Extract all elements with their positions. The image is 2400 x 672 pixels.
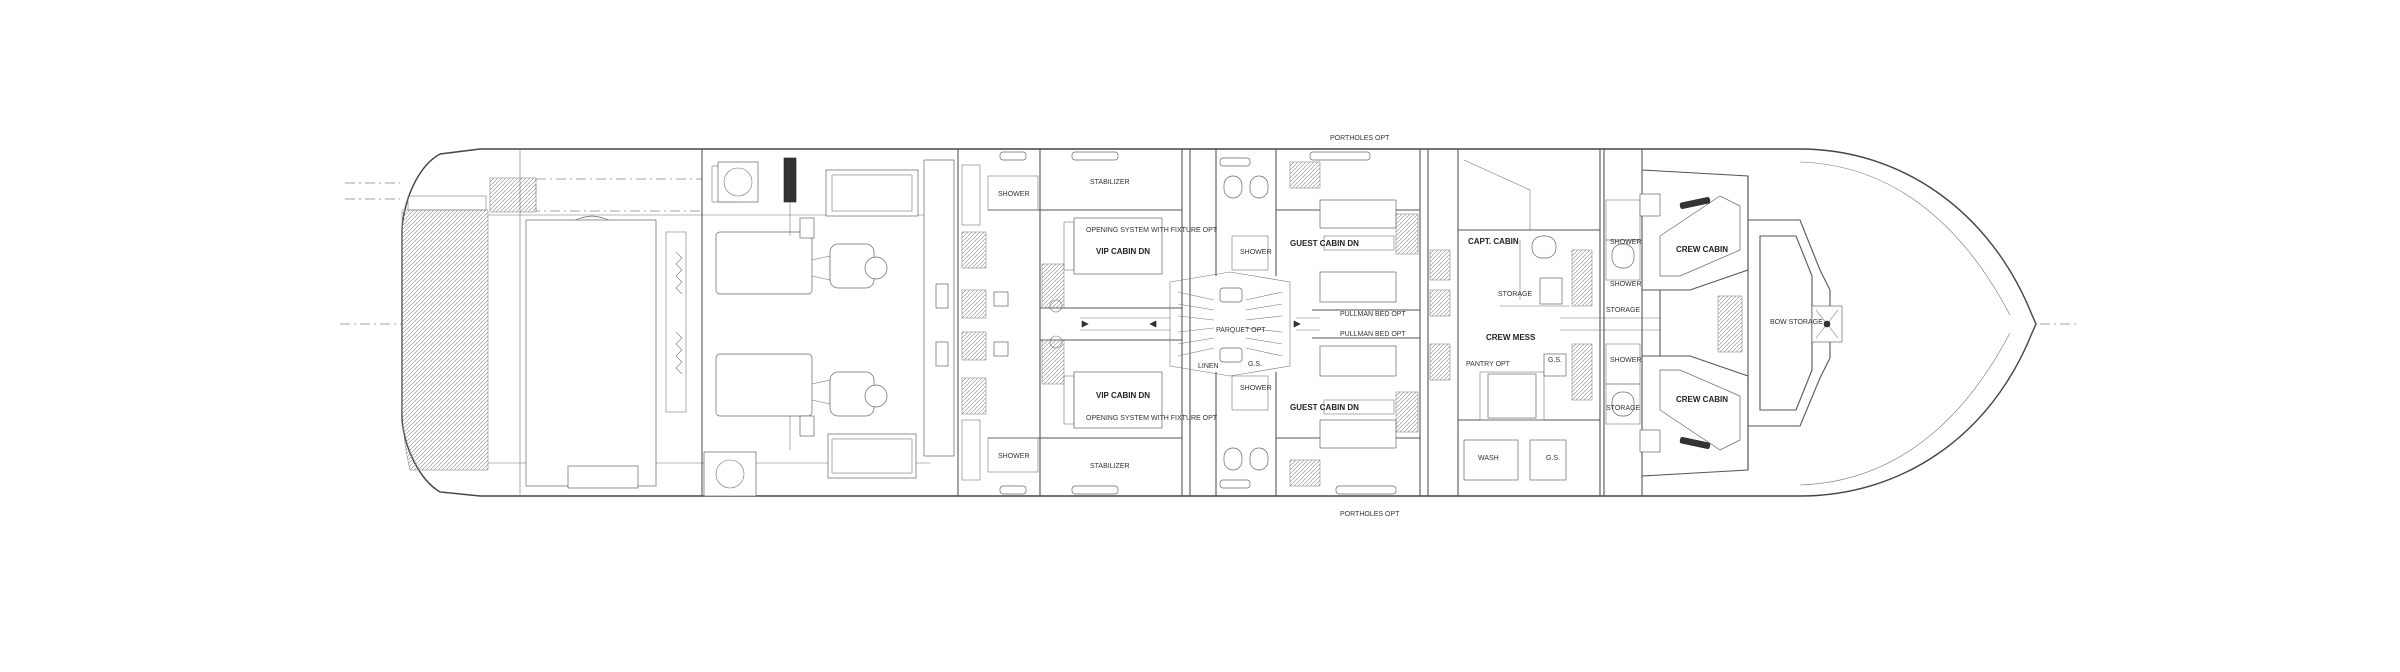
central-stair xyxy=(1169,149,1320,496)
label-portholes-top: PORTHOLES OPT xyxy=(1330,135,1390,142)
label-vip-cabin-bottom: VIP CABIN DN xyxy=(1096,391,1150,400)
label-gs: G.S. xyxy=(1248,361,1262,368)
label-pullman-top: PULLMAN BED OPT xyxy=(1340,311,1406,318)
label-stabilizer-top: STABILIZER xyxy=(1090,179,1130,186)
guest-heads xyxy=(1215,149,1277,496)
label-shower-3: SHOWER xyxy=(1240,249,1272,256)
label-shower-4: SHOWER xyxy=(1240,385,1272,392)
label-shower-7: SHOWER xyxy=(1610,357,1642,364)
label-wash: WASH xyxy=(1478,455,1499,462)
label-pantry: PANTRY OPT xyxy=(1466,361,1511,368)
label-shower-2: SHOWER xyxy=(998,453,1030,460)
label-bow-storage: BOW STORAGE xyxy=(1770,319,1823,326)
label-vip-cabin-top: VIP CABIN DN xyxy=(1096,247,1150,256)
tender xyxy=(525,215,657,489)
label-storage-1: STORAGE xyxy=(1498,291,1532,298)
engine-room xyxy=(701,149,955,497)
label-opening-system-top: OPENING SYSTEM WITH FIXTURE OPT xyxy=(1086,227,1218,234)
crew-cabins xyxy=(1603,149,1749,496)
label-guest-cabin-top: GUEST CABIN DN xyxy=(1290,239,1359,248)
label-parquet: PARQUET OPT xyxy=(1216,327,1266,334)
label-stabilizer-bottom: STABILIZER xyxy=(1090,463,1130,470)
label-portholes-bottom: PORTHOLES OPT xyxy=(1340,511,1400,518)
label-shower-6: SHOWER xyxy=(1610,281,1642,288)
crew-area xyxy=(1457,149,1660,496)
label-crew-cabin-top: CREW CABIN xyxy=(1676,245,1728,254)
label-storage-2: STORAGE xyxy=(1606,307,1640,314)
label-linen: LINEN xyxy=(1198,363,1219,370)
label-crew-mess: CREW MESS xyxy=(1486,333,1536,342)
label-pullman-bottom: PULLMAN BED OPT xyxy=(1340,331,1406,338)
label-capt-cabin: CAPT. CABIN xyxy=(1468,237,1519,246)
label-guest-cabin-bottom: GUEST CABIN DN xyxy=(1290,403,1359,412)
label-storage-3: STORAGE xyxy=(1606,405,1640,412)
guest-cabins xyxy=(1276,149,1421,496)
label-crew-cabin-bottom: CREW CABIN xyxy=(1676,395,1728,404)
bow-storage xyxy=(1748,219,1843,427)
label-shower-5: SHOWER xyxy=(1610,239,1642,246)
vip-area xyxy=(987,149,1183,496)
label-gs-2: G.S. xyxy=(1548,357,1562,364)
label-opening-system-bottom: OPENING SYSTEM WITH FIXTURE OPT xyxy=(1086,415,1218,422)
label-shower-1: SHOWER xyxy=(998,191,1030,198)
label-gs-3: G.S. xyxy=(1546,455,1560,462)
